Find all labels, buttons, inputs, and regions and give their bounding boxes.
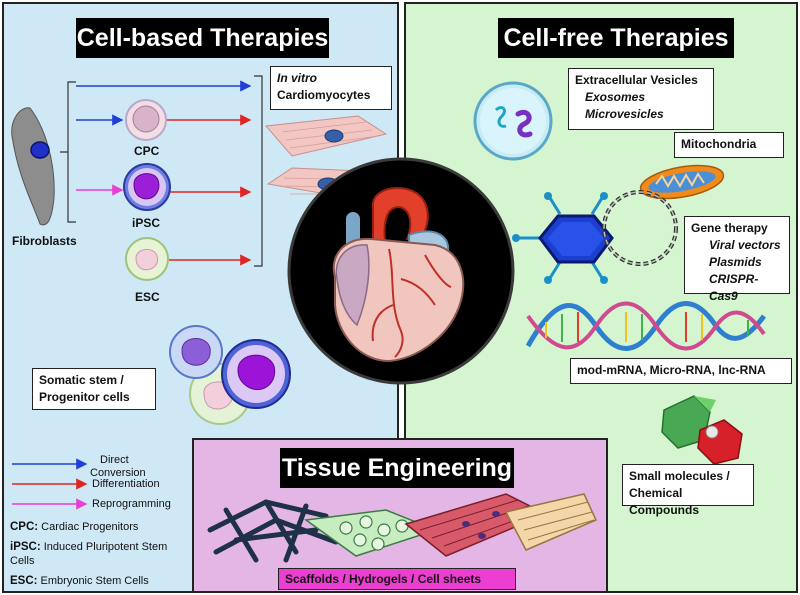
legend-differentiation: Differentiation — [92, 478, 160, 490]
tissue-caption-box: Scaffolds / Hydrogels / Cell sheets — [278, 568, 516, 590]
extracellular-vesicle-icon — [473, 81, 553, 161]
rna-box: mod-mRNA, Micro-RNA, lnc-RNA — [570, 358, 792, 384]
gene-therapy-box: Gene therapy Viral vectors Plasmids CRIS… — [684, 216, 790, 303]
lineage-arrows — [60, 75, 263, 267]
rna-helix-icon — [525, 301, 767, 351]
abbr-cpc: CPC: Cardiac Progenitors — [10, 521, 139, 533]
ipsc-label: iPSC — [132, 216, 161, 230]
legend-arrows — [12, 458, 88, 510]
small-molecules-line2: Chemical Compounds — [629, 486, 699, 517]
gene-therapy-icon — [512, 190, 678, 284]
small-molecules-icon — [661, 395, 743, 465]
somatic-line1: Somatic stem / — [39, 373, 124, 387]
tissue-engineering-panel: Tissue Engineering Scaffolds / Hydrogels… — [192, 438, 608, 593]
cpc-cell-icon — [125, 99, 167, 141]
legend-direct-line2: Conversion — [90, 467, 146, 479]
in-vitro-label: In vitro — [277, 71, 318, 85]
somatic-stem-cells-icon — [169, 325, 291, 425]
fibroblast-bracket — [60, 81, 76, 223]
heart-icon — [287, 157, 515, 385]
mitochondria-box: Mitochondria — [674, 132, 784, 158]
abbr-ipsc: iPSC: Induced Pluripotent Stem Cells — [10, 541, 168, 567]
abbr-esc: ESC: Embryonic Stem Cells — [10, 575, 149, 587]
esc-cell-icon — [125, 237, 169, 281]
viral-vectors-label: Viral vectors — [709, 238, 781, 252]
crispr-label: CRISPR-Cas9 — [709, 272, 759, 303]
esc-label: ESC — [135, 290, 160, 304]
scaffold-hydrogel-sheets-icon — [207, 493, 598, 563]
in-vitro-cardiomyocytes-box: In vitro Cardiomyocytes — [270, 66, 392, 110]
rna-label: mod-mRNA, Micro-RNA, lnc-RNA — [577, 363, 766, 377]
gene-therapy-title: Gene therapy — [691, 221, 768, 235]
cell-based-title: Cell-based Therapies — [76, 18, 329, 58]
ipsc-cell-icon — [123, 163, 171, 211]
cardiomyocyte-bracket — [254, 75, 263, 267]
small-molecules-box: Small molecules / Chemical Compounds — [622, 464, 754, 517]
extracellular-vesicles-box: Extracellular Vesicles Exosomes Microves… — [568, 68, 714, 130]
tissue-caption: Scaffolds / Hydrogels / Cell sheets — [285, 572, 482, 586]
microvesicles-label: Microvesicles — [585, 107, 664, 121]
plasmids-label: Plasmids — [709, 255, 762, 269]
cardiomyocytes-label: Cardiomyocytes — [277, 88, 371, 102]
somatic-line2: Progenitor cells — [39, 390, 130, 404]
fibroblast-cell-icon — [11, 107, 55, 226]
tissue-engineering-title: Tissue Engineering — [280, 448, 514, 488]
somatic-stem-box: Somatic stem / Progenitor cells — [32, 368, 156, 410]
mitochondria-label: Mitochondria — [681, 137, 757, 151]
small-molecules-line1: Small molecules / — [629, 469, 730, 483]
fibroblasts-label: Fibroblasts — [12, 234, 77, 248]
ev-title: Extracellular Vesicles — [575, 73, 698, 87]
exosomes-label: Exosomes — [585, 90, 646, 104]
mitochondrion-icon — [639, 164, 725, 200]
legend-direct-line1: Direct — [100, 454, 129, 466]
cell-free-title: Cell-free Therapies — [498, 18, 734, 58]
cpc-label: CPC — [134, 144, 160, 158]
legend-reprogramming: Reprogramming — [92, 498, 171, 510]
